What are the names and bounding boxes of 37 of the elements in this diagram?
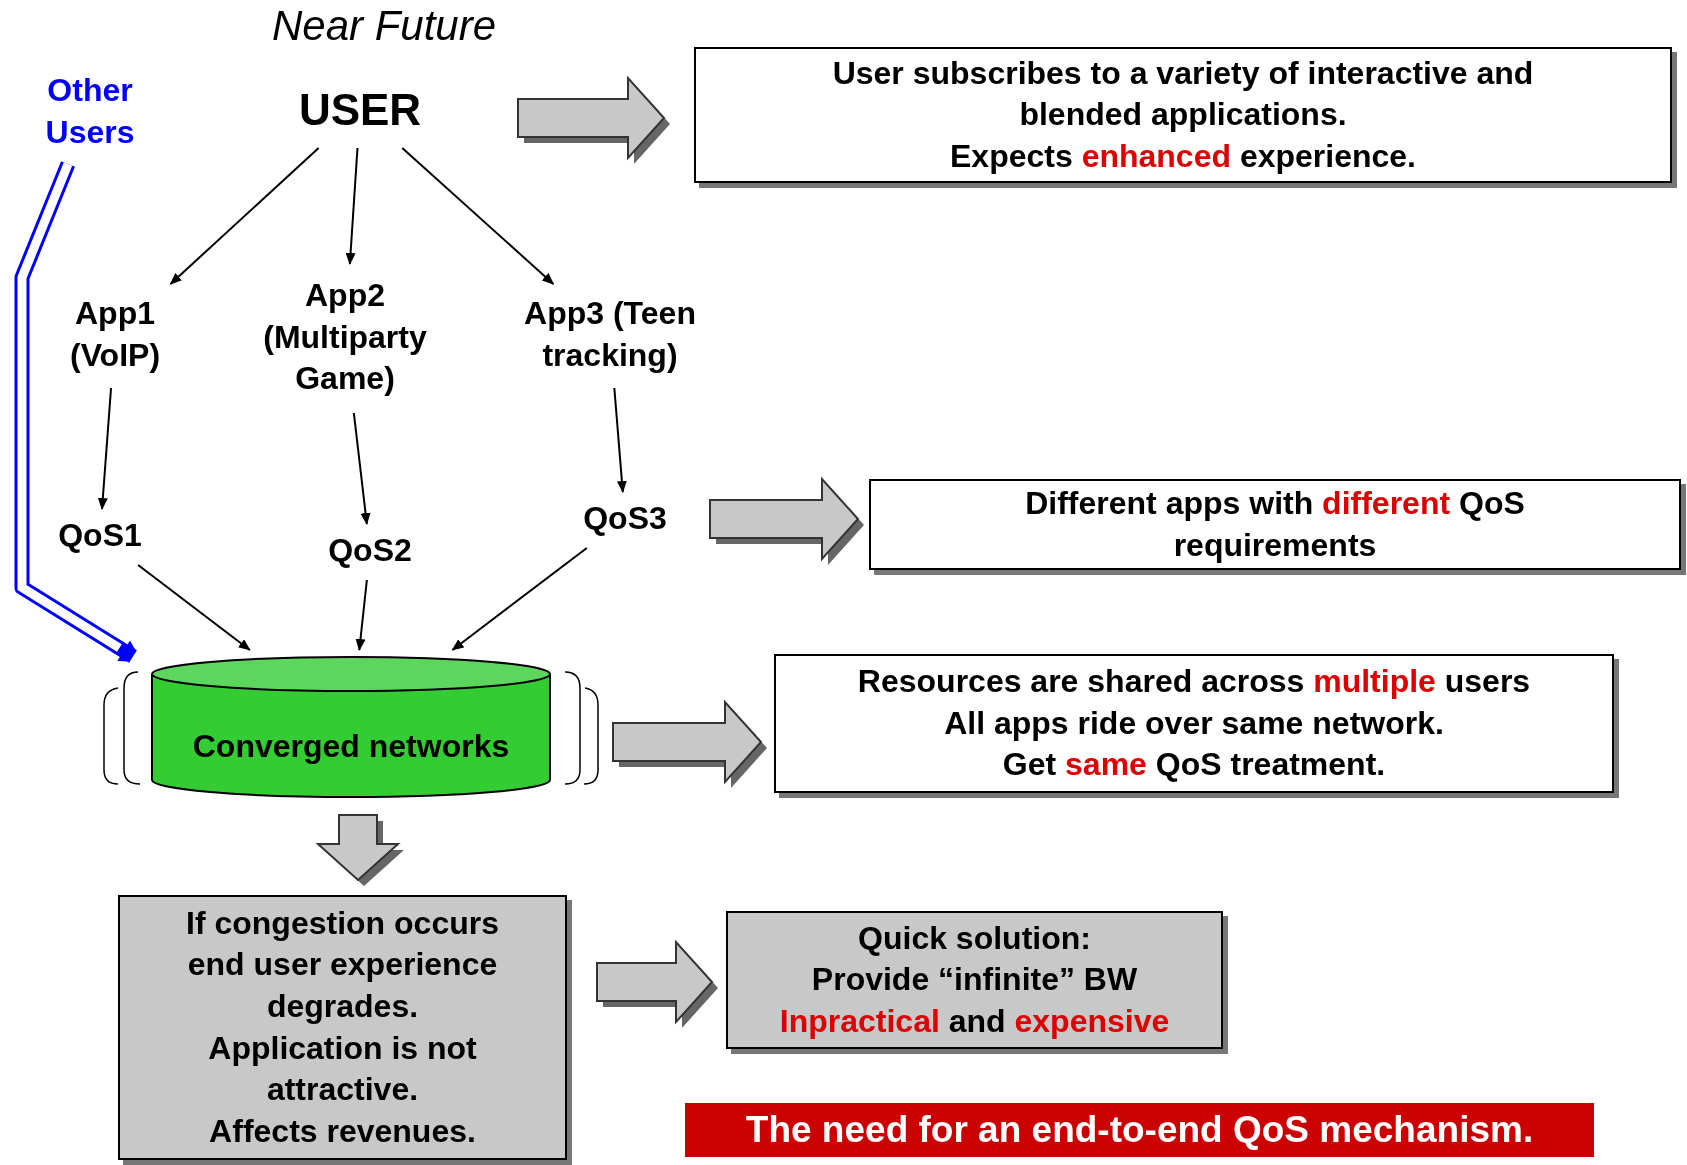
block-arrow bbox=[596, 939, 718, 1028]
box-text: Affects revenues. bbox=[209, 1111, 476, 1151]
box-text: All apps ride over same network. bbox=[944, 703, 1444, 743]
arrow bbox=[401, 147, 555, 285]
block-arrow bbox=[709, 476, 864, 565]
block-arrow bbox=[612, 699, 767, 788]
node-label: QoS1 bbox=[58, 516, 142, 556]
node-label: App2 (Multiparty Game) bbox=[262, 276, 428, 399]
conclusion-banner: The need for an end-to-end QoS mechanism. bbox=[685, 1103, 1594, 1157]
node-label: Other Users bbox=[44, 71, 136, 152]
arrow bbox=[169, 147, 320, 285]
box-text: Resources are shared across multiple users bbox=[857, 662, 1531, 702]
box-text: Provide “infinite” BW bbox=[811, 960, 1138, 1000]
node-label: QoS3 bbox=[583, 499, 667, 539]
box-text: Different apps with different QoS requirements bbox=[1024, 483, 1526, 565]
block-arrow bbox=[315, 814, 404, 886]
node-label: QoS2 bbox=[328, 531, 412, 571]
box-text: Inpractical and expensive bbox=[779, 1001, 1170, 1041]
arrow bbox=[451, 547, 588, 651]
box-text: Expects enhanced experience. bbox=[950, 136, 1416, 176]
node-label: App3 (Teen tracking) bbox=[523, 294, 697, 375]
block-arrow bbox=[517, 75, 670, 164]
box-text: Converged networks bbox=[192, 727, 510, 767]
arrow bbox=[613, 387, 627, 493]
box-text: Application is not attractive. bbox=[207, 1028, 478, 1110]
node-label: USER bbox=[298, 84, 422, 137]
box-text: Get same QoS treatment. bbox=[1002, 745, 1386, 785]
box-text: Quick solution: bbox=[858, 918, 1091, 958]
arrow bbox=[345, 147, 359, 265]
diagram-title: Near Future bbox=[270, 2, 498, 50]
box-text: If congestion occurs end user experience degrades. bbox=[185, 903, 500, 1026]
arrow bbox=[97, 387, 113, 510]
arrow bbox=[137, 564, 251, 651]
arrow bbox=[355, 579, 368, 651]
arrow bbox=[352, 412, 371, 525]
node-label: App1 (VoIP) bbox=[68, 294, 162, 375]
box-text: User subscribes to a variety of interactive and blended applications. bbox=[831, 53, 1535, 135]
